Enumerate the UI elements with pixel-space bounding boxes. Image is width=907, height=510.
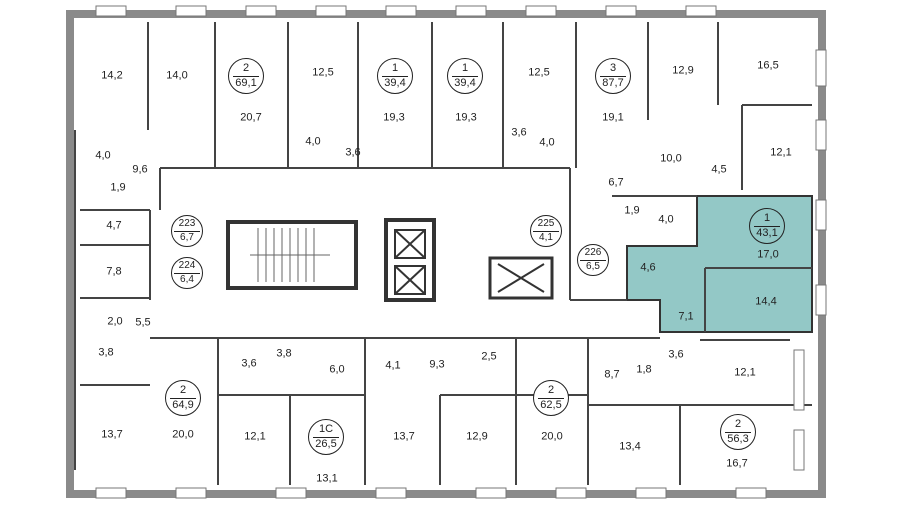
room-area-label: 4,0: [658, 213, 674, 226]
room-area-label: 3,6: [511, 126, 527, 139]
apartment-area: 6,4: [180, 273, 194, 285]
room-area-label: 4,5: [711, 163, 727, 176]
apartment-rooms: 1: [763, 211, 771, 224]
apartment-rooms: 2: [242, 61, 250, 74]
room-area-label: 12,9: [672, 64, 694, 77]
room-area-label: 12,1: [734, 366, 756, 379]
room-area-label: 14,2: [101, 69, 123, 82]
room-area-label: 3,6: [241, 357, 257, 370]
apartment-rooms: 225: [537, 218, 555, 229]
outer-wall: [66, 10, 826, 498]
apartment-rooms: 2: [734, 417, 742, 430]
apartment-badge[interactable]: 1С 26,5: [308, 419, 344, 455]
apartment-rooms: 3: [609, 61, 617, 74]
room-area-label: 17,0: [757, 248, 779, 261]
room-area-label: 14,0: [166, 69, 188, 82]
room-area-label: 7,1: [678, 310, 694, 323]
room-area-label: 3,8: [98, 346, 114, 359]
room-area-label: 19,1: [602, 111, 624, 124]
elevator-shafts: [384, 218, 554, 302]
apartment-area: 6,7: [180, 231, 194, 243]
room-area-label: 8,7: [604, 368, 620, 381]
apartment-area: 62,5: [540, 398, 562, 411]
apartment-area: 6,5: [586, 260, 600, 272]
apartment-area: 43,1: [756, 226, 778, 239]
room-area-label: 19,3: [383, 111, 405, 124]
room-area-label: 1,9: [110, 181, 126, 194]
room-area-label: 2,0: [107, 315, 123, 328]
room-area-label: 6,7: [608, 176, 624, 189]
room-area-label: 4,7: [106, 219, 122, 232]
room-area-label: 3,6: [345, 146, 361, 159]
room-area-label: 12,1: [244, 430, 266, 443]
apartment-area: 87,7: [602, 76, 624, 89]
room-area-label: 12,5: [312, 66, 334, 79]
room-area-label: 20,0: [172, 428, 194, 441]
room-area-label: 12,1: [770, 146, 792, 159]
room-area-label: 4,1: [385, 359, 401, 372]
room-area-label: 19,3: [455, 111, 477, 124]
apartment-rooms: 2: [179, 383, 187, 396]
windows: [95, 5, 827, 499]
room-area-label: 13,1: [316, 472, 338, 485]
apartment-area: 64,9: [172, 398, 194, 411]
apartment-area: 39,4: [454, 76, 476, 89]
room-area-label: 5,5: [135, 316, 151, 329]
room-area-label: 4,0: [305, 135, 321, 148]
room-area-label: 4,6: [640, 261, 656, 274]
room-area-label: 1,8: [636, 363, 652, 376]
apartment-area: 4,1: [539, 231, 553, 243]
apartment-area: 26,5: [315, 437, 337, 450]
apartment-rooms: 2: [547, 383, 555, 396]
apartment-area: 56,3: [727, 432, 749, 445]
room-area-label: 10,0: [660, 152, 682, 165]
room-area-label: 13,7: [393, 430, 415, 443]
room-area-label: 2,5: [481, 350, 497, 363]
apartment-rooms: 223: [178, 218, 196, 229]
apartment-rooms: 1: [461, 61, 469, 74]
apartment-rooms: 1С: [318, 422, 334, 435]
room-area-label: 9,6: [132, 163, 148, 176]
room-area-label: 14,4: [755, 295, 777, 308]
apartment-area: 69,1: [235, 76, 257, 89]
room-area-label: 16,5: [757, 59, 779, 72]
room-area-label: 3,8: [276, 347, 292, 360]
apartment-area: 39,4: [384, 76, 406, 89]
inner-walls: [74, 22, 812, 485]
room-area-label: 7,8: [106, 265, 122, 278]
room-area-label: 6,0: [329, 363, 345, 376]
apartment-rooms: 1: [391, 61, 399, 74]
apartment-rooms: 224: [178, 260, 196, 271]
room-area-label: 20,0: [541, 430, 563, 443]
room-area-label: 4,0: [539, 136, 555, 149]
apartment-rooms: 226: [584, 247, 602, 258]
room-area-label: 4,0: [95, 149, 111, 162]
room-area-label: 20,7: [240, 111, 262, 124]
room-area-label: 1,9: [624, 204, 640, 217]
room-area-label: 12,9: [466, 430, 488, 443]
stair-core: [226, 220, 358, 290]
room-area-label: 12,5: [528, 66, 550, 79]
room-area-label: 13,7: [101, 428, 123, 441]
room-area-label: 9,3: [429, 358, 445, 371]
room-area-label: 13,4: [619, 440, 641, 453]
room-area-label: 3,6: [668, 348, 684, 361]
room-area-label: 16,7: [726, 457, 748, 470]
